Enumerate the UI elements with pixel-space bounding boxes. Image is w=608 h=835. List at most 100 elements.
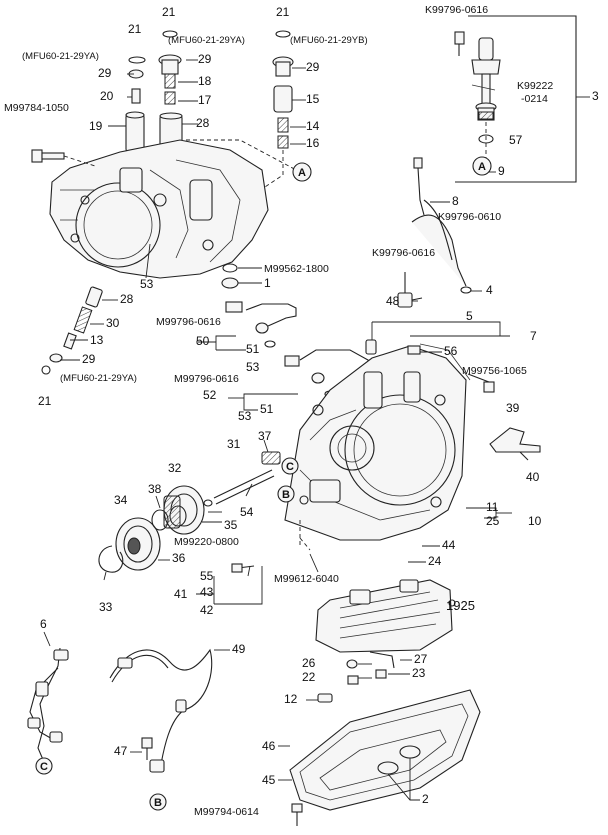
bolt-m99784 [31,149,96,167]
part-label: 50 [196,334,210,348]
part-label: 33 [99,600,113,614]
wire-harness-6 [27,647,69,763]
part-label: 35 [224,518,238,532]
callout-circle-c-1 [281,457,299,475]
part-label: 32 [168,461,182,475]
lower-left-valve [41,286,103,375]
inset-box-a [454,15,590,183]
part-label: 47 [114,744,128,758]
part-label: 1 [264,276,271,290]
callout-letter: B [154,797,162,809]
callout-letter: A [478,161,486,173]
dipstick [411,157,472,294]
part-label: 29 [306,60,320,74]
part-label: K99222 [517,80,553,92]
part-label: M99784-1050 [4,102,69,114]
part-label: 55 [200,569,214,583]
part-label: 6 [40,617,47,631]
part-label: 34 [114,493,128,507]
part-label: M99796-0616 [174,373,239,385]
leader-lines [43,59,512,801]
part-label: 36 [172,551,186,565]
part-label: (MFU60-21-29YB) [290,35,368,46]
callout-circle-b-2 [149,793,167,811]
part-label: 29 [98,66,112,80]
bolt-m99794 [291,803,303,826]
part-label: M99796-0616 [156,316,221,328]
part-label: 53 [238,409,252,423]
part-label: 22 [302,670,316,684]
sensor-48 [397,272,423,308]
part-label: 56 [444,344,458,358]
part-label: 11 [486,500,499,514]
part-label: 42 [200,603,214,617]
part-label: (MFU60-21-29YA) [22,51,99,62]
part-label: 24 [428,554,442,568]
part-label: M99612-6040 [274,573,339,585]
drum-34 [115,509,169,571]
part-label: 12 [284,692,298,706]
part-label: 19 [89,119,103,133]
part-label: M99756-1065 [462,365,527,377]
part-label: 37 [258,429,272,443]
part-label: 41 [174,587,188,601]
part-label: 23 [412,666,426,680]
callout-circle-b-1 [277,485,295,503]
part-label: 25 [486,514,500,528]
part-label: 1925 [446,598,475,613]
part-label: 9 [498,164,505,178]
small-parts-56 [365,339,421,355]
part-label: 40 [526,470,540,484]
part-label: M99562-1800 [264,263,329,275]
part-label: 45 [262,773,276,787]
part-label: 30 [106,316,120,330]
part-label: 52 [203,388,217,402]
part-label: 21 [162,5,176,19]
part-label: 26 [302,656,316,670]
part-label: 38 [148,482,162,496]
part-label: 29 [198,52,212,66]
part-label: -0214 [521,93,548,105]
part-label: 51 [246,342,260,356]
oil-pan [289,689,481,811]
part-label: 21 [128,22,142,36]
part-label: K99796-0616 [425,4,488,16]
part-label: 8 [452,194,459,208]
part-label: 46 [262,739,276,753]
shaft-31 [203,451,281,507]
part-label: 31 [227,437,241,451]
part-label: M99794-0614 [194,806,259,818]
callout-circle-a-2 [472,156,492,176]
part-label: K99796-0616 [372,247,435,259]
callout-circle-a-1 [292,162,312,182]
callout-letter: A [298,167,306,179]
part-label: 27 [414,652,428,666]
part-label: 5 [466,309,473,323]
valve-body [315,579,456,653]
bolt-47 [141,737,153,760]
snap-ring-33 [98,545,124,573]
part-label: 53 [140,277,154,291]
part-label: 53 [246,360,260,374]
part-label: 13 [90,333,104,347]
transaxle-case [284,343,471,545]
part-label: 28 [196,116,210,130]
part-label: 18 [198,74,212,88]
part-labels: 21(MFU60-21-29YA)2918172821(MFU60-21-29Y… [4,4,599,818]
part-label: 2 [422,792,429,806]
part-label: 48 [386,294,400,308]
wire-harness-49 [109,648,213,773]
part-label: 20 [100,89,114,103]
part-label: 39 [506,401,520,415]
pin-55 [231,537,311,573]
part-label: 14 [306,119,320,133]
right-stack [199,30,294,231]
bell-housing [49,139,269,279]
part-label: 10 [528,514,542,528]
part-label: 15 [306,92,320,106]
part-label: K99796-0610 [438,211,501,223]
callout-letter: C [286,461,294,473]
